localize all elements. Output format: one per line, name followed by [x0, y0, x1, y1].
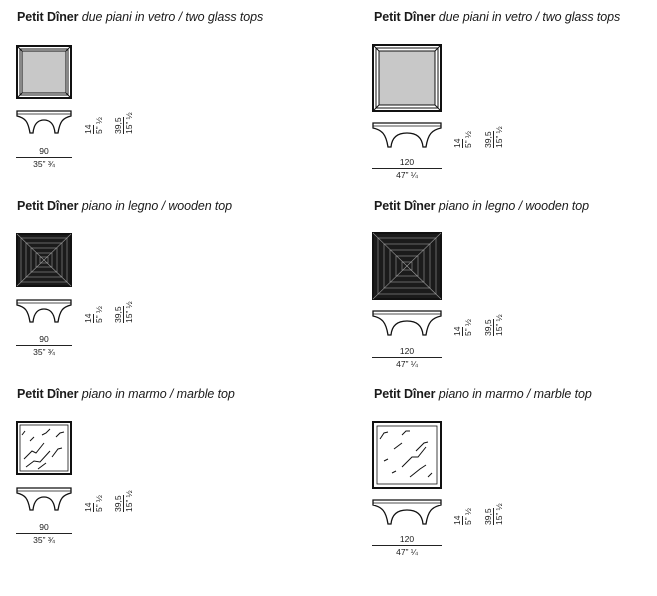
width-cm: 120 — [399, 346, 415, 356]
item-name: Petit Dîner — [17, 199, 79, 213]
item-desc: due piani in vetro / two glass tops — [438, 10, 621, 24]
height-dimension-1: 14 5” ½ — [452, 508, 473, 525]
height2-in: 15” ½ — [494, 126, 504, 148]
height2-cm: 39,5 — [483, 319, 494, 336]
side-view — [372, 499, 442, 525]
side-view — [16, 110, 72, 134]
item-title: Petit Dîner piano in marmo / marble top — [17, 387, 235, 401]
height1-cm: 14 — [452, 515, 463, 525]
glass-top-view — [16, 45, 72, 99]
item-title: Petit Dîner piano in legno / wooden top — [17, 199, 232, 213]
item-name: Petit Dîner — [17, 10, 79, 24]
width-dimension: 90 35” ¾ — [16, 146, 72, 169]
dimension-line — [16, 157, 72, 158]
height1-in: 5” ½ — [94, 494, 104, 512]
height2-in: 15” ½ — [494, 314, 504, 336]
height1-cm: 14 — [452, 326, 463, 336]
dimension-line — [372, 357, 442, 358]
item-desc: due piani in vetro / two glass tops — [81, 10, 264, 24]
item-name: Petit Dîner — [374, 10, 436, 24]
width-in: 47” ¼ — [396, 359, 418, 369]
item-desc: piano in legno / wooden top — [81, 199, 232, 213]
item-desc: piano in marmo / marble top — [438, 387, 592, 401]
dimension-line — [372, 545, 442, 546]
width-cm: 120 — [399, 157, 415, 167]
marble-top-view — [16, 421, 72, 475]
width-in: 35” ¾ — [33, 347, 55, 357]
height1-in: 5” ½ — [463, 130, 473, 148]
height1-cm: 14 — [83, 502, 94, 512]
item-name: Petit Dîner — [374, 199, 436, 213]
side-view — [16, 487, 72, 511]
height-dimension-1: 14 5” ½ — [452, 131, 473, 148]
height1-cm: 14 — [83, 313, 94, 323]
width-in: 35” ¾ — [33, 535, 55, 545]
item-title: Petit Dîner due piani in vetro / two gla… — [374, 10, 620, 24]
glass-top-view — [372, 44, 442, 112]
width-cm: 90 — [39, 522, 49, 532]
height2-cm: 39,5 — [113, 117, 124, 134]
height-dimension-1: 14 5” ½ — [83, 117, 104, 134]
height-dimension-2: 39,5 15” ½ — [483, 503, 504, 525]
height1-cm: 14 — [83, 124, 94, 134]
height1-in: 5” ½ — [463, 507, 473, 525]
height-dimension-2: 39,5 15” ½ — [113, 301, 134, 323]
height2-in: 15” ½ — [124, 301, 134, 323]
width-dimension: 120 47” ¼ — [372, 346, 442, 369]
wood-top-view — [16, 233, 72, 287]
width-cm: 90 — [39, 334, 49, 344]
width-dimension: 120 47” ¼ — [372, 534, 442, 557]
dimension-line — [16, 345, 72, 346]
height2-cm: 39,5 — [483, 131, 494, 148]
item-desc: piano in legno / wooden top — [438, 199, 589, 213]
height1-in: 5” ½ — [94, 305, 104, 323]
height-dimension-2: 39,5 15” ½ — [113, 112, 134, 134]
height-dimension-2: 39,5 15” ½ — [113, 490, 134, 512]
height2-in: 15” ½ — [124, 112, 134, 134]
width-dimension: 90 35” ¾ — [16, 522, 72, 545]
height2-cm: 39,5 — [483, 508, 494, 525]
dimension-line — [16, 533, 72, 534]
height-dimension-2: 39,5 15” ½ — [483, 126, 504, 148]
side-view — [16, 299, 72, 323]
height1-in: 5” ½ — [463, 318, 473, 336]
item-title: Petit Dîner piano in marmo / marble top — [374, 387, 592, 401]
item-title: Petit Dîner piano in legno / wooden top — [374, 199, 589, 213]
height-dimension-1: 14 5” ½ — [452, 319, 473, 336]
side-view — [372, 310, 442, 336]
dimension-line — [372, 168, 442, 169]
height2-in: 15” ½ — [494, 503, 504, 525]
wood-top-view — [372, 232, 442, 300]
height-dimension-1: 14 5” ½ — [83, 306, 104, 323]
height2-cm: 39,5 — [113, 495, 124, 512]
width-cm: 120 — [399, 534, 415, 544]
item-name: Petit Dîner — [17, 387, 79, 401]
height2-cm: 39,5 — [113, 306, 124, 323]
width-dimension: 90 35” ¾ — [16, 334, 72, 357]
side-view — [372, 122, 442, 148]
item-name: Petit Dîner — [374, 387, 436, 401]
height-dimension-1: 14 5” ½ — [83, 495, 104, 512]
marble-top-view — [372, 421, 442, 489]
width-cm: 90 — [39, 146, 49, 156]
height1-in: 5” ½ — [94, 116, 104, 134]
item-title: Petit Dîner due piani in vetro / two gla… — [17, 10, 263, 24]
item-desc: piano in marmo / marble top — [81, 387, 235, 401]
width-dimension: 120 47” ¼ — [372, 157, 442, 180]
width-in: 47” ¼ — [396, 170, 418, 180]
width-in: 47” ¼ — [396, 547, 418, 557]
height1-cm: 14 — [452, 138, 463, 148]
width-in: 35” ¾ — [33, 159, 55, 169]
height2-in: 15” ½ — [124, 490, 134, 512]
height-dimension-2: 39,5 15” ½ — [483, 314, 504, 336]
